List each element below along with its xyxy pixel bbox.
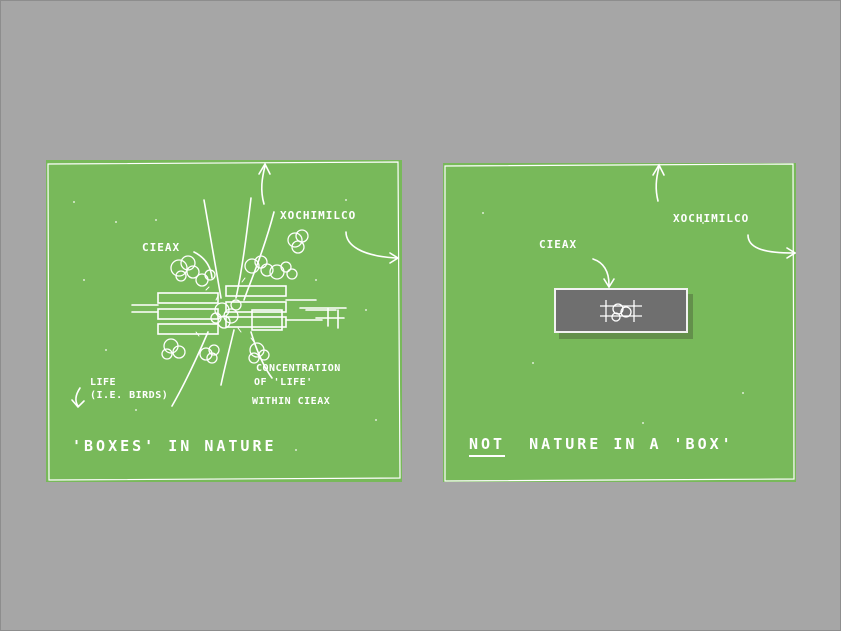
- cieax-box-trees-icon: [600, 300, 642, 322]
- label-xochimilco: XOCHIMILCO: [673, 212, 750, 225]
- label-concentration-line1: CONCENTRATION: [256, 363, 341, 374]
- label-xochimilco: XOCHIMILCO: [280, 209, 357, 222]
- caption-emphasis-not: NOT: [469, 435, 506, 457]
- label-life-line2: (I.E. BIRDS): [90, 390, 169, 401]
- caption-boxes-in-nature: 'BOXES' IN NATURE: [72, 437, 277, 455]
- panel-not-nature-in-a-box: XOCHIMILCO CIEAX NOT NATURE IN A 'BOX': [443, 163, 796, 482]
- panel-boxes-in-nature: XOCHIMILCO CIEAX CONCENTRATION OF 'LIFE'…: [46, 160, 402, 482]
- caption-rest: NATURE IN A 'BOX': [529, 435, 734, 453]
- label-life-line1: LIFE: [90, 377, 117, 388]
- label-cieax: CIEAX: [142, 241, 181, 254]
- cieax-box: [554, 288, 688, 333]
- label-concentration-line2: OF 'LIFE': [254, 377, 313, 388]
- left-panel-sketch: [47, 161, 401, 481]
- caption-not-nature-in-a-box: NOT NATURE IN A 'BOX': [469, 435, 734, 457]
- label-concentration-line3: WITHIN CIEAX: [252, 396, 331, 407]
- label-cieax: CIEAX: [539, 238, 578, 251]
- right-panel-sketch: [444, 163, 796, 482]
